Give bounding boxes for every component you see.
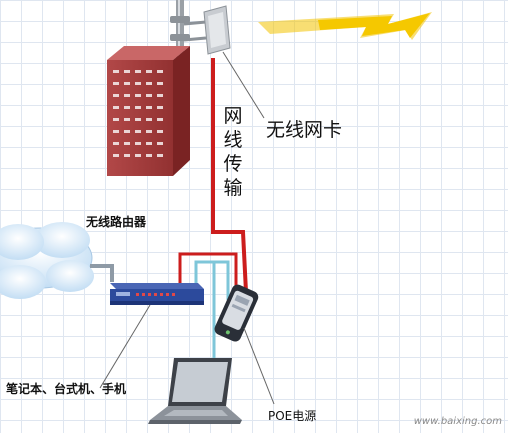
- devices-label: 笔记本、台式机、手机: [6, 382, 127, 396]
- devices-leader-line: [99, 304, 151, 389]
- router-icon: [110, 283, 204, 305]
- cloud-icon: [0, 222, 94, 299]
- card-leader-line: [222, 51, 265, 119]
- ethernet-cable-router: [178, 252, 238, 300]
- poe-power-label: POE电源: [268, 409, 317, 423]
- watermark: www.baixing.com: [413, 416, 502, 427]
- ethernet-cable-main: [211, 58, 248, 293]
- lightning-bolt-icon: [258, 12, 432, 40]
- poe-leader-line: [243, 327, 275, 405]
- internet-link: [90, 264, 114, 282]
- poe-injector-icon: [214, 284, 259, 342]
- laptop-icon: [148, 358, 242, 424]
- wireless-router-label: 无线路由器: [86, 215, 147, 229]
- ethernet-cable-lan: [194, 260, 230, 300]
- antenna-pole-icon: [170, 0, 231, 62]
- cable-transmission-label: 网线传输: [223, 105, 243, 199]
- wireless-card-label: 无线网卡: [266, 119, 343, 141]
- building-icon: [107, 46, 190, 176]
